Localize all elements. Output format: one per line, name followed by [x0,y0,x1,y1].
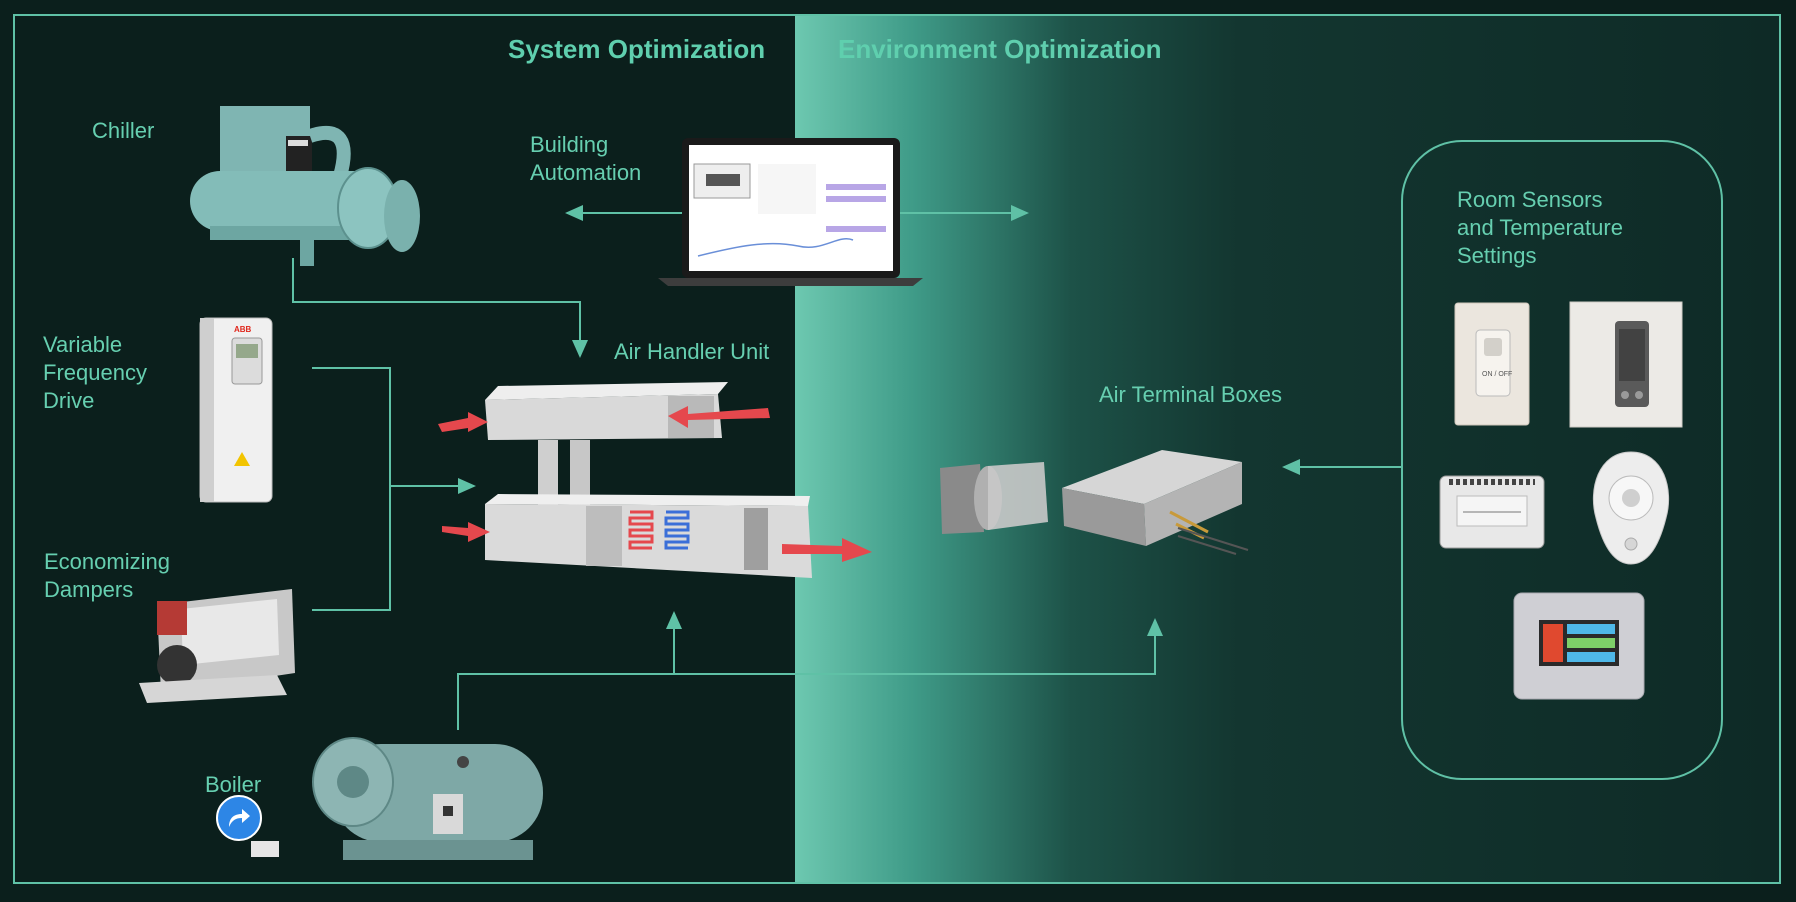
switch-on-off-text: ON / OFF [1482,371,1512,378]
share-arrow-icon [229,809,250,827]
temperature-sensor-image [1439,475,1545,549]
occupancy-sensor-image [1592,451,1670,565]
connector-chiller-ahu [292,258,588,358]
label-air-handler-unit: Air Handler Unit [614,339,770,364]
touchscreen-thermostat-image [1513,592,1645,700]
environment-background [795,14,1781,884]
svg-text:ABB: ABB [234,325,252,334]
boiler-image [312,737,543,860]
laptop-image [658,138,923,286]
connector-vfd [312,367,391,611]
diagram-border [13,14,1781,884]
vfd-image: ABB [199,317,273,503]
small-widget[interactable] [251,841,279,857]
dampers-image [139,589,295,703]
share-button[interactable] [216,795,262,841]
sensors-panel [1401,140,1723,780]
label-air-terminal-boxes: Air Terminal Boxes [1099,382,1282,407]
label-boiler: Boiler [205,772,262,797]
label-chiller: Chiller [92,118,155,143]
connector-boiler [457,618,1163,730]
air-terminal-box-image [940,450,1249,555]
section-title-system: System Optimization [508,34,766,64]
air-handler-image [438,382,872,578]
chiller-image [190,106,420,266]
thermostat-panel-image [1569,301,1683,428]
wall-switch-image: ON / OFF [1454,302,1530,426]
section-title-environment: Environment Optimization [838,34,1162,64]
